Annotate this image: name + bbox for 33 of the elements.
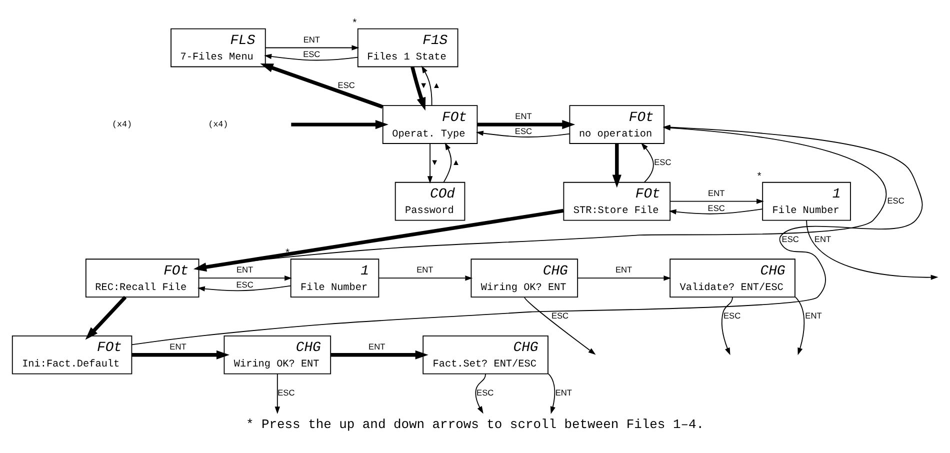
edge-label: ENT (303, 34, 320, 44)
edge-label: ENT (555, 387, 572, 398)
edge-label: ▲ (452, 156, 460, 167)
edge-label: ▼ (419, 80, 428, 90)
edge-label: ENT (515, 111, 532, 122)
edge-label: ENT (708, 188, 725, 198)
edge-label: ESC (708, 202, 725, 213)
edge-label: ▲ (432, 80, 441, 90)
edge-label: ESC (782, 234, 799, 244)
node-label: * (284, 249, 291, 260)
edge-label: ESC (887, 195, 904, 206)
node-label: * (352, 18, 358, 30)
label: (x4) (208, 120, 228, 130)
edge-label: ▼ (430, 156, 439, 167)
edge-label: ESC (303, 49, 320, 60)
edge-label: ENT (416, 264, 434, 275)
edge-label: ESC (551, 310, 569, 321)
edge-label: ENT (236, 264, 254, 275)
node-label: * (756, 172, 762, 184)
edge-label: ESC (236, 280, 254, 290)
edge-label: ESC (724, 310, 741, 321)
label: (x4) (112, 120, 132, 130)
edge-label: ESC (476, 387, 494, 398)
edge-label: ENT (616, 264, 632, 275)
edge-label: ESC (338, 80, 355, 90)
edge-label: ESC (278, 387, 295, 398)
edge-label: ENT (805, 310, 822, 321)
edge-label: ENT (814, 234, 832, 244)
edge-label: ENT (170, 342, 186, 352)
edge-label: ESC (654, 156, 672, 167)
edge-label: ESC (514, 126, 532, 136)
caption: * Press the up and down arrows to scroll between Files 1–4. (246, 417, 704, 432)
edge-label: ENT (368, 342, 386, 352)
